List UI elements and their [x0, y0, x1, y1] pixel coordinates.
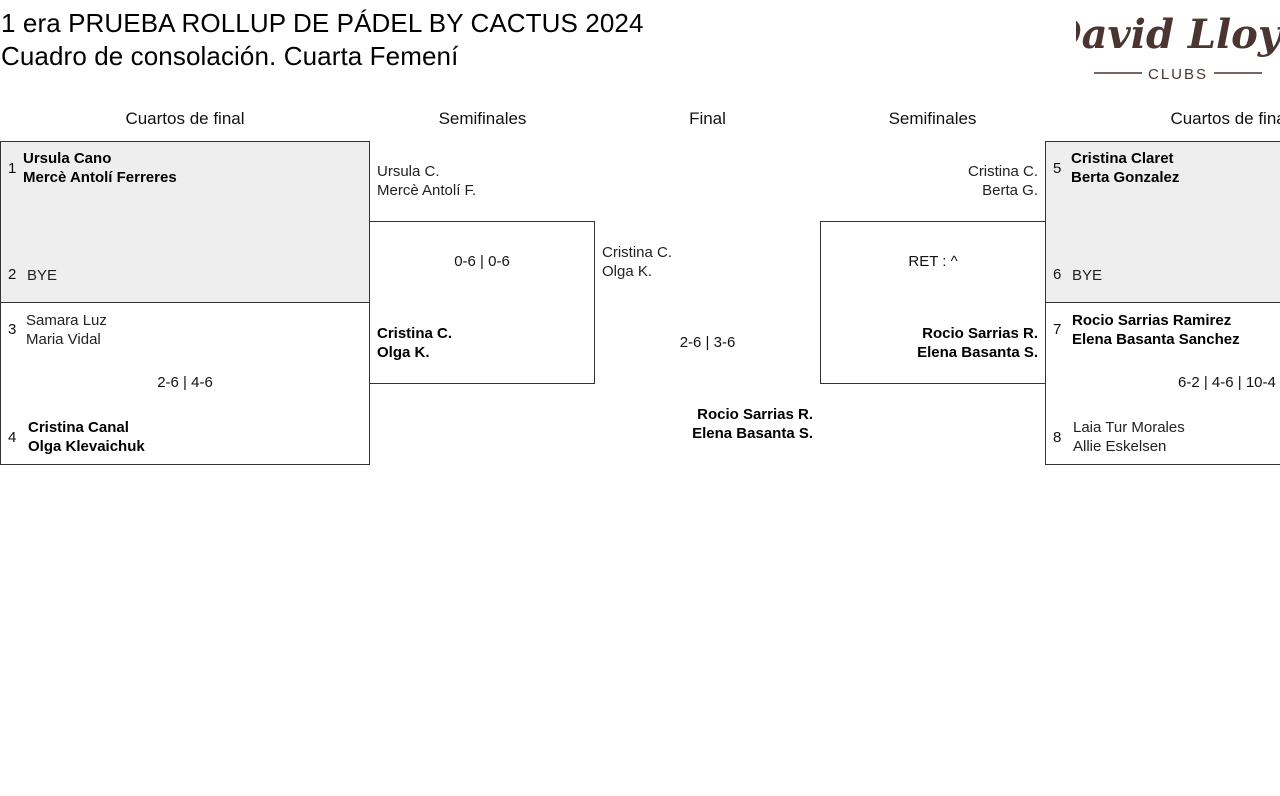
- round-header-sf-left: Semifinales: [438, 109, 527, 128]
- player-name: BYE: [1072, 267, 1103, 284]
- player-name: Elena Basanta Sanchez: [1072, 331, 1240, 348]
- page-title: 1 era PRUEBA ROLLUP DE PÁDEL BY CACTUS 2…: [1, 8, 644, 38]
- player-name: Ursula Cano: [23, 150, 112, 167]
- seed-number: 2: [8, 266, 17, 283]
- player-name: Cristina C.: [967, 163, 1038, 180]
- match-score: 0-6 | 0-6: [454, 253, 510, 270]
- player-name: Laia Tur Morales: [1073, 419, 1185, 436]
- player-name: Maria Vidal: [26, 331, 101, 348]
- david-lloyd-logo: David Lloyd CLUBS: [1046, 0, 1280, 86]
- match-box-qf-right-2: [1045, 302, 1280, 465]
- round-header-qf-left: Cuartos de final: [125, 109, 245, 128]
- player-name: Mercè Antolí F.: [377, 182, 477, 199]
- match-score: 2-6 | 4-6: [157, 374, 213, 391]
- match-box-qf-left-2: [0, 302, 370, 465]
- logo-wordmark: David Lloyd: [1076, 11, 1280, 58]
- match-box-sf-right: [820, 221, 1046, 384]
- player-name: Elena Basanta S.: [692, 425, 813, 442]
- player-name: Elena Basanta S.: [917, 344, 1038, 361]
- final-score: 2-6 | 3-6: [679, 334, 736, 351]
- player-name: Olga K.: [602, 263, 653, 280]
- seed-number: 3: [8, 321, 17, 338]
- seed-number: 8: [1053, 429, 1062, 446]
- round-header-sf-right: Semifinales: [888, 109, 977, 128]
- match-box-sf-left: [369, 221, 595, 384]
- player-name: Olga K.: [377, 344, 430, 361]
- player-name: Mercè Antolí Ferreres: [23, 169, 177, 186]
- player-name: Cristina C.: [602, 244, 673, 261]
- seed-number: 6: [1053, 266, 1062, 283]
- match-score: RET : ^: [908, 253, 958, 270]
- player-name: Cristina Canal: [28, 419, 129, 436]
- player-name: Samara Luz: [26, 312, 107, 329]
- seed-number: 4: [8, 429, 17, 446]
- match-box-qf-left-1: [0, 141, 370, 303]
- round-header-final: Final: [689, 109, 726, 128]
- player-name: BYE: [27, 267, 58, 284]
- player-name: Berta Gonzalez: [1071, 169, 1180, 186]
- player-name: Cristina Claret: [1071, 150, 1174, 167]
- page-subtitle: Cuadro de consolación. Cuarta Femení: [1, 41, 459, 71]
- player-name: Rocio Sarrias Ramirez: [1072, 312, 1232, 329]
- player-name: Berta G.: [982, 182, 1038, 199]
- player-name: Olga Klevaichuk: [28, 438, 145, 455]
- seed-number: 7: [1053, 321, 1062, 338]
- seed-number: 5: [1053, 160, 1062, 177]
- logo-sub: CLUBS: [1148, 66, 1208, 83]
- seed-number: 1: [8, 160, 17, 177]
- player-name: Cristina C.: [377, 325, 453, 342]
- player-name: Rocio Sarrias R.: [697, 406, 813, 423]
- logo-graphic: David Lloyd CLUBS: [1046, 11, 1280, 83]
- round-header-qf-right: Cuartos de final: [1170, 109, 1280, 128]
- match-score: 6-2 | 4-6 | 10-4: [1178, 374, 1276, 391]
- player-name: Ursula C.: [377, 163, 440, 180]
- player-name: Allie Eskelsen: [1073, 438, 1167, 455]
- player-name: Rocio Sarrias R.: [922, 325, 1038, 342]
